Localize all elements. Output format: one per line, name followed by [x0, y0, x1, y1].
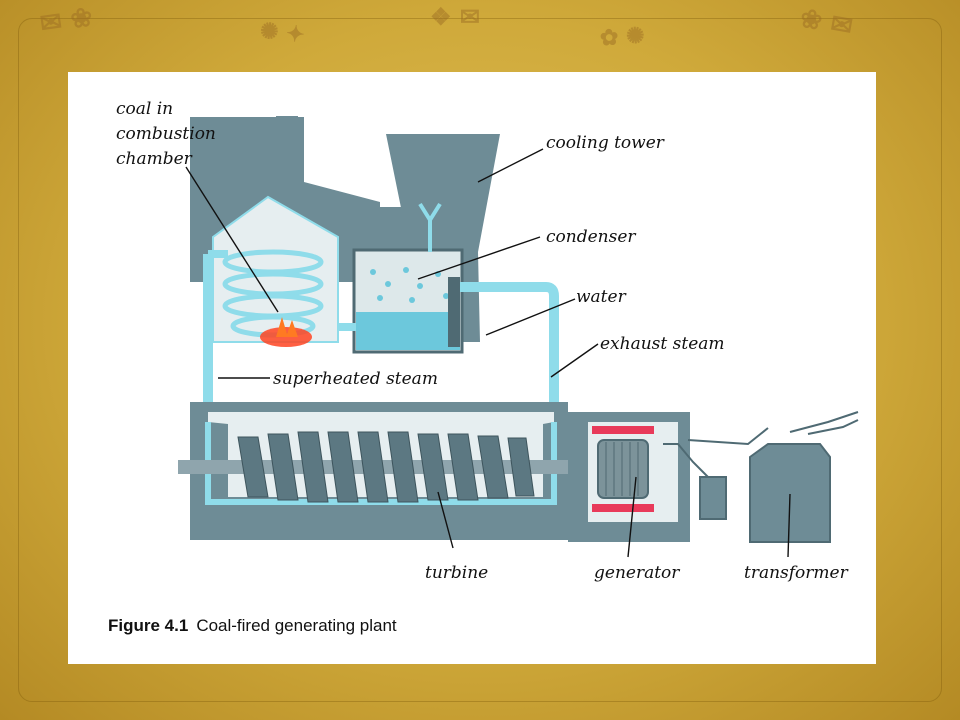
- label-water: water: [576, 287, 627, 307]
- figure-panel: coal in combustion chamber cooling tower…: [68, 72, 876, 664]
- turbine-shaft: [178, 460, 598, 474]
- transformer: [749, 443, 831, 543]
- condenser-valve: [448, 277, 460, 347]
- power-lines: [687, 411, 859, 446]
- label-generator: generator: [594, 563, 680, 583]
- label-turbine: turbine: [425, 563, 488, 583]
- label-coal-line1: coal in: [116, 99, 173, 119]
- label-cooling-tower: cooling tower: [546, 133, 665, 153]
- label-condenser: condenser: [546, 227, 636, 247]
- rotor-windings: [605, 442, 639, 496]
- condenser-water: [356, 312, 460, 350]
- spray-nozzle-icon: [418, 202, 442, 252]
- label-coal-line2: combustion: [116, 124, 216, 144]
- leader-lines: [185, 148, 791, 558]
- label-transformer: transformer: [744, 563, 849, 583]
- figure-number: Figure 4.1: [108, 616, 189, 635]
- postage-stamp-background: ✉ ❀ ✺ ✦ ❖ ✉ ✿ ✺ ❀ ✉: [38, 2, 855, 52]
- label-exhaust-steam: exhaust steam: [600, 334, 725, 354]
- chimney: [276, 116, 298, 196]
- exciter-box: [699, 476, 727, 520]
- label-coal-line3: chamber: [116, 149, 193, 169]
- exhaust-steam-pipe: [460, 282, 559, 417]
- label-superheated-steam: superheated steam: [273, 369, 438, 389]
- figure-title: Coal-fired generating plant: [196, 616, 397, 635]
- turbine-blades: [237, 431, 535, 503]
- magnet-top: [592, 426, 654, 434]
- power-plant-diagram: coal in combustion chamber cooling tower…: [116, 99, 859, 583]
- slide-frame: [18, 18, 942, 702]
- water-droplets: [370, 267, 449, 303]
- magnet-bottom: [592, 504, 654, 512]
- flame-icon: [276, 317, 298, 337]
- figure-caption: Figure 4.1 Coal-fired generating plant: [108, 616, 397, 636]
